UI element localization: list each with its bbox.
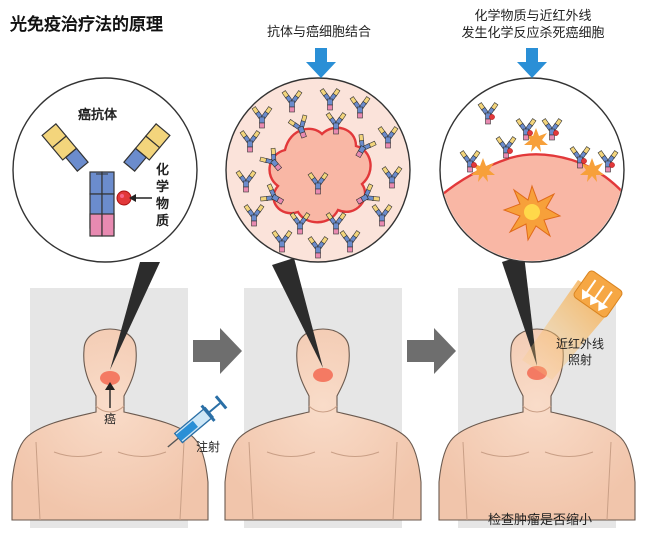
chemical-label-char-1: 化 <box>156 163 170 178</box>
caption-binding: 抗体与癌细胞结合 <box>266 25 371 40</box>
down-arrow-3 <box>517 48 547 78</box>
nir-label-line1: 近红外线 <box>556 337 605 351</box>
cancer-label: 癌 <box>104 412 117 426</box>
chemical-label-char-3: 物 <box>156 197 170 212</box>
tumor-2 <box>313 368 333 382</box>
step-arrow-1 <box>193 328 242 374</box>
nir-label: 近红外线 照射 <box>556 336 604 368</box>
zoom-cone-2 <box>272 258 323 368</box>
small-burst-left <box>471 158 495 182</box>
caption-reaction-line1: 化学物质与近红外线 <box>474 9 592 24</box>
syringe-icon <box>167 395 228 448</box>
cancer-cell-2 <box>268 126 372 224</box>
caption-reaction-line2: 发生化学反应杀死癌细胞 <box>461 26 605 41</box>
down-arrow-2 <box>306 48 336 78</box>
step-arrow-2 <box>407 328 456 374</box>
nir-lamp-icon <box>573 270 623 318</box>
tumor-pointer-arrow <box>105 382 115 408</box>
explosion-burst <box>502 184 562 242</box>
chemical-label-char-2: 学 <box>156 180 170 195</box>
injection-label: 注射 <box>196 440 221 454</box>
check-tumor-label: 检查肿瘤是否缩小 <box>487 513 592 528</box>
large-antibody-diagram <box>41 123 171 237</box>
caption-reaction: 化学物质与近红外线 发生化学反应杀死癌细胞 <box>448 8 618 42</box>
page-title: 光免疫治疗法的原理 <box>10 15 163 35</box>
chemical-label: 化 学 物 质 <box>156 162 172 230</box>
zoom-cone-3 <box>502 255 537 366</box>
zoom-circle-antibody <box>12 77 198 263</box>
small-burst-right <box>580 158 604 182</box>
chemical-label-char-4: 质 <box>156 214 170 229</box>
antibody-label: 癌抗体 <box>78 108 118 123</box>
tumor-1 <box>100 371 120 385</box>
small-burst-center <box>524 128 548 152</box>
zoom-cone-1 <box>110 262 160 370</box>
nir-label-line2: 照射 <box>568 353 593 367</box>
chemical-pointer-arrow <box>129 194 152 202</box>
